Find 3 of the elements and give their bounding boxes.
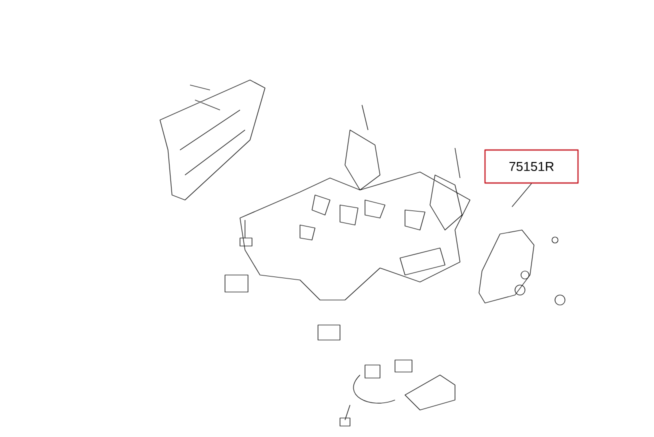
seat-side-cover-drawing bbox=[478, 230, 534, 304]
leader-line bbox=[512, 183, 532, 208]
part-number-box: 75151R bbox=[484, 149, 579, 184]
